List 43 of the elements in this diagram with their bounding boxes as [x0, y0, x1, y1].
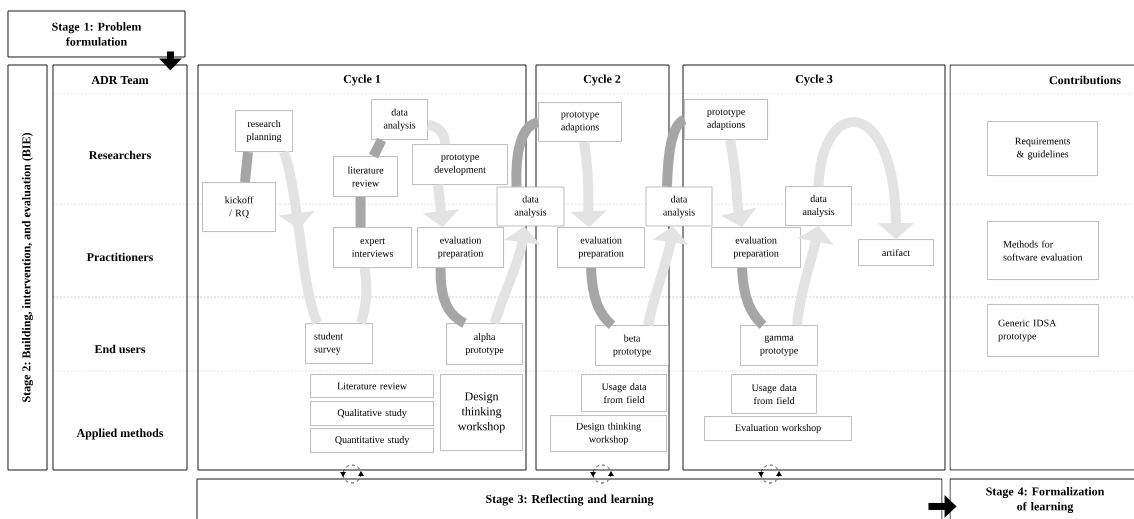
activity-box: beta prototype — [595, 325, 669, 366]
column-heading: ADR Team — [91, 76, 149, 84]
activity-box: prototype adaptions — [684, 99, 768, 140]
method-box: Usage data from field — [731, 374, 817, 414]
method-box: Literature review — [310, 374, 434, 398]
stage-box: Stage 1: Problem formulation — [7, 10, 186, 58]
panel-heading: Cycle 1 — [343, 74, 381, 86]
row-label: End users — [94, 344, 146, 354]
stage-box: Stage 4: Formalization of learning — [949, 478, 1134, 519]
stage-box: Stage 2: Building, intervention, and evaluation (BIE) — [7, 64, 48, 471]
panel-heading: Cycle 2 — [583, 74, 621, 86]
activity-box: gamma prototype — [740, 325, 818, 366]
activity-box: data analysis — [645, 186, 713, 227]
method-box: Design thinking workshop — [550, 415, 667, 452]
activity-box: alpha prototype — [446, 323, 523, 365]
activity-box: evaluation preparation — [711, 227, 801, 268]
panel-heading: Cycle 3 — [795, 74, 833, 86]
contribution-box: Requirements & guidelines — [987, 121, 1098, 176]
stage-box: Stage 3: Reflecting and learning — [196, 478, 943, 519]
activity-box: prototype adaptions — [538, 102, 622, 142]
activity-box: evaluation preparation — [557, 227, 645, 268]
activity-box: data analysis — [496, 186, 565, 227]
activity-box: student survey — [305, 323, 373, 364]
method-box: Quantitative study — [310, 428, 434, 453]
method-box: Evaluation workshop — [704, 416, 852, 441]
activity-box: data analysis — [785, 186, 852, 226]
activity-box: artifact — [858, 239, 934, 266]
row-label: Researchers — [89, 150, 151, 160]
activity-box: expert interviews — [333, 227, 412, 268]
activity-box: evaluation preparation — [417, 227, 504, 268]
contribution-box: Generic IDSA prototype — [987, 304, 1099, 357]
activity-box: data analysis — [371, 99, 428, 140]
activity-box: research planning — [235, 110, 293, 152]
activity-box: prototype development — [412, 144, 508, 185]
panel-heading: Contributions — [1049, 75, 1121, 85]
method-box: Design thinking workshop — [440, 374, 523, 451]
activity-box: literature review — [333, 156, 398, 197]
row-label: Applied methods — [76, 428, 164, 440]
contribution-box: Methods for software evaluation — [987, 221, 1099, 280]
method-box: Qualitative study — [310, 401, 434, 426]
row-label: Practitioners — [86, 252, 154, 262]
activity-box: kickoff / RQ — [202, 182, 276, 232]
method-box: Usage data from field — [581, 374, 667, 412]
